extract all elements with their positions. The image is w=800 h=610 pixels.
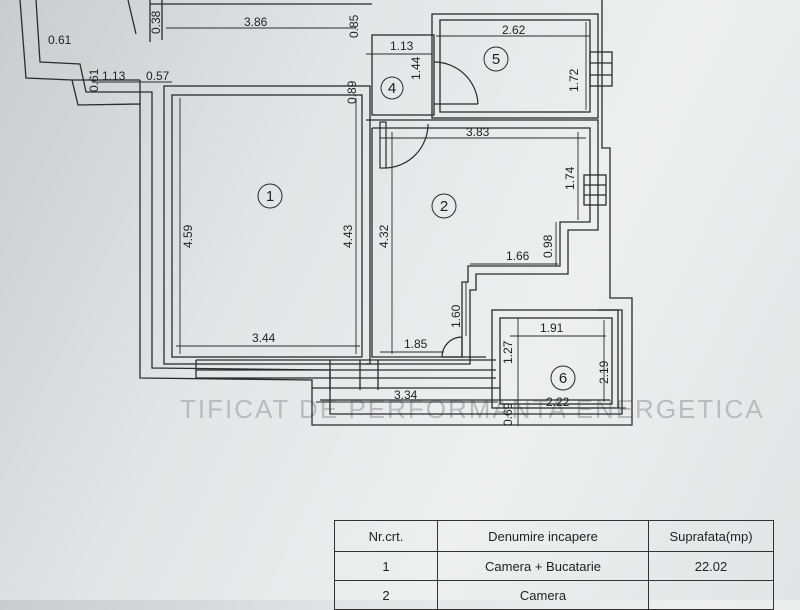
dim-label: 0.89 (345, 80, 359, 104)
cell-name: Camera (437, 580, 649, 610)
dim-label: 0.98 (541, 234, 555, 258)
dim-label: 1.91 (540, 321, 564, 335)
table-row: 2 Camera (334, 580, 774, 610)
dimension-labels: 3.86 0.38 0.61 0.61 1.13 0.57 0.85 1.13 … (48, 10, 611, 426)
dim-label: 4.59 (181, 224, 195, 248)
walls (19, 0, 633, 426)
dim-label: 0.38 (149, 10, 163, 34)
col-header-area: Suprafata(mp) (648, 520, 774, 552)
dimension-lines (92, 22, 626, 426)
room-number: 5 (492, 51, 500, 68)
dim-label: 1.72 (567, 68, 581, 92)
room-number: 4 (388, 80, 396, 97)
dim-label: 1.66 (506, 249, 530, 263)
room-number: 6 (559, 370, 567, 387)
dim-label: 3.86 (244, 15, 268, 29)
col-header-nr: Nr.crt. (334, 520, 438, 552)
room-markers (257, 46, 576, 391)
dim-label: 1.27 (501, 340, 515, 364)
dim-label: 2.19 (597, 360, 611, 384)
dim-label: 1.85 (404, 337, 428, 351)
cell-area: 22.02 (648, 551, 774, 581)
dim-label: 2.22 (546, 395, 570, 409)
dim-label: 1.74 (563, 166, 577, 190)
table-row: 1 Camera + Bucatarie 22.02 (334, 551, 774, 581)
dim-label: 1.60 (449, 304, 463, 328)
room-number: 2 (440, 198, 448, 215)
dim-label: 3.83 (466, 125, 490, 139)
table-header-row: Nr.crt. Denumire incapere Suprafata(mp) (334, 520, 774, 552)
dim-label: 3.44 (252, 331, 276, 345)
dim-label: 0.61 (48, 33, 72, 47)
dim-label: 0.85 (347, 14, 361, 38)
watermark-text: TIFICAT DE PERFORMANTA ENERGETICA (180, 394, 765, 424)
cell-nr: 2 (334, 580, 438, 610)
dim-label: 0.61 (87, 68, 101, 92)
doors (379, 61, 486, 358)
dim-label: 1.13 (102, 69, 126, 83)
rooms-table: Nr.crt. Denumire incapere Suprafata(mp) … (334, 520, 774, 610)
cell-area (648, 580, 774, 610)
room-number: 1 (266, 188, 274, 205)
dim-label: 4.43 (341, 224, 355, 248)
dim-label: 1.13 (390, 39, 414, 53)
dim-label: 2.62 (502, 23, 526, 37)
dim-label: 0.69 (501, 402, 515, 426)
col-header-name: Denumire incapere (437, 520, 649, 552)
dim-label: 3.34 (394, 388, 418, 402)
cell-nr: 1 (334, 551, 438, 581)
dim-label: 4.32 (377, 224, 391, 248)
dim-label: 0.57 (146, 69, 170, 83)
cell-name: Camera + Bucatarie (437, 551, 649, 581)
dim-label: 1.44 (409, 56, 423, 80)
